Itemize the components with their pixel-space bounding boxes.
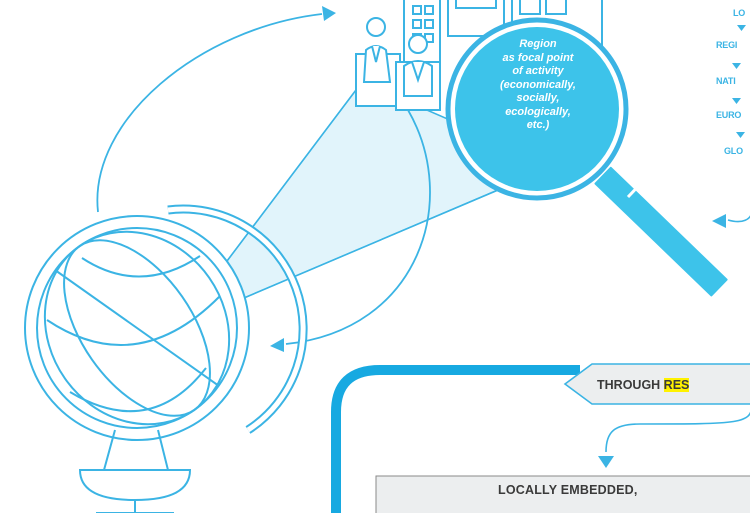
scale-label-regional: REGI xyxy=(716,40,737,50)
lens-line: Region xyxy=(480,38,596,52)
lens-line: as focal point xyxy=(480,52,596,66)
lens-line: (economically, xyxy=(480,79,596,93)
arrow-head-box xyxy=(598,456,614,468)
scale-label-national: NATI xyxy=(716,76,736,86)
banner-label: THROUGH RES xyxy=(565,366,750,404)
arrow-head-globe xyxy=(270,338,284,352)
scale-flow xyxy=(712,25,750,228)
bottom-box-label: LOCALLY EMBEDDED, xyxy=(376,483,750,497)
scale-label-european: EURO xyxy=(716,110,741,120)
lens-line: of activity xyxy=(480,65,596,79)
arrow-head-region xyxy=(322,6,336,21)
lens-caption: Region as focal point of activity (econo… xyxy=(480,38,596,133)
scale-label-local: LO xyxy=(733,8,745,18)
lens-line: socially, xyxy=(480,92,596,106)
banner-highlight: RES xyxy=(664,378,690,392)
banner-text: THROUGH xyxy=(597,378,664,392)
scale-label-global: GLO xyxy=(724,146,743,156)
lens-line: ecologically, xyxy=(480,106,596,120)
arrow-to-box xyxy=(606,404,750,452)
lens-line: etc.) xyxy=(480,119,596,133)
